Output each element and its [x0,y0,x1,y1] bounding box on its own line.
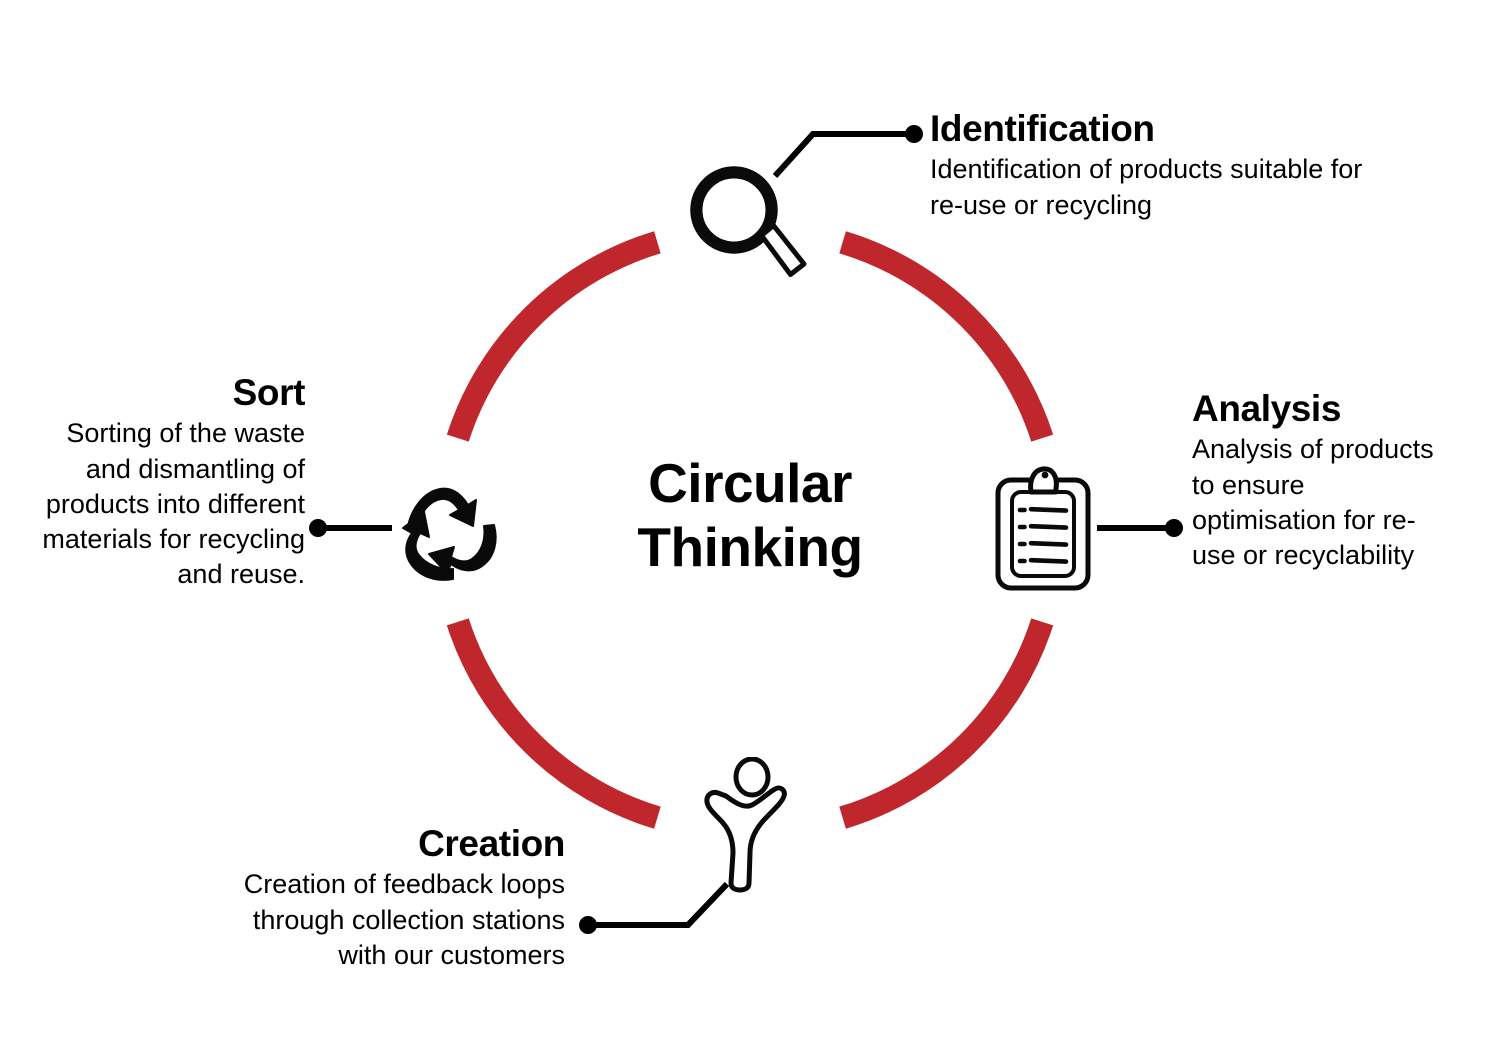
ring-arc-bottom-right [839,618,1054,829]
connector-dot-creation [579,916,597,934]
step-sort: Sort Sorting of the waste and dismantlin… [30,372,305,592]
clipboard-checklist-icon [993,462,1093,594]
step-analysis-body: Analysis of products to ensure optimisat… [1192,434,1434,570]
step-sort-body: Sorting of the waste and dismantling of … [42,418,305,589]
step-analysis: Analysis Analysis of products to ensure … [1192,388,1442,573]
celebrating-person-icon [700,756,800,897]
step-identification-heading: Identification [930,108,1155,149]
step-creation: Creation Creation of feedback loops thro… [210,823,566,973]
connector-creation [590,881,730,928]
step-creation-heading: Creation [418,823,565,864]
step-creation-body: Creation of feedback loops through colle… [243,869,565,970]
recycling-arrows-icon [398,478,508,583]
connector-dot-identification [905,125,923,143]
step-identification: Identification Identification of product… [930,108,1400,223]
step-identification-body: Identification of products suitable for … [930,154,1363,220]
connector-identification [772,131,912,179]
ring-arc-bottom-left [446,618,661,829]
magnifying-glass-icon [686,160,816,295]
step-sort-heading: Sort [232,372,306,413]
connector-dot-analysis [1165,519,1183,537]
ring-arc-top-left [446,231,661,442]
step-analysis-heading: Analysis [1192,388,1341,429]
center-title: Circular Thinking [555,452,945,580]
center-title-line-2: Thinking [637,515,863,578]
connector-dot-sort [309,519,327,537]
center-title-line-1: Circular [648,452,852,514]
ring-arc-top-right [839,231,1054,442]
